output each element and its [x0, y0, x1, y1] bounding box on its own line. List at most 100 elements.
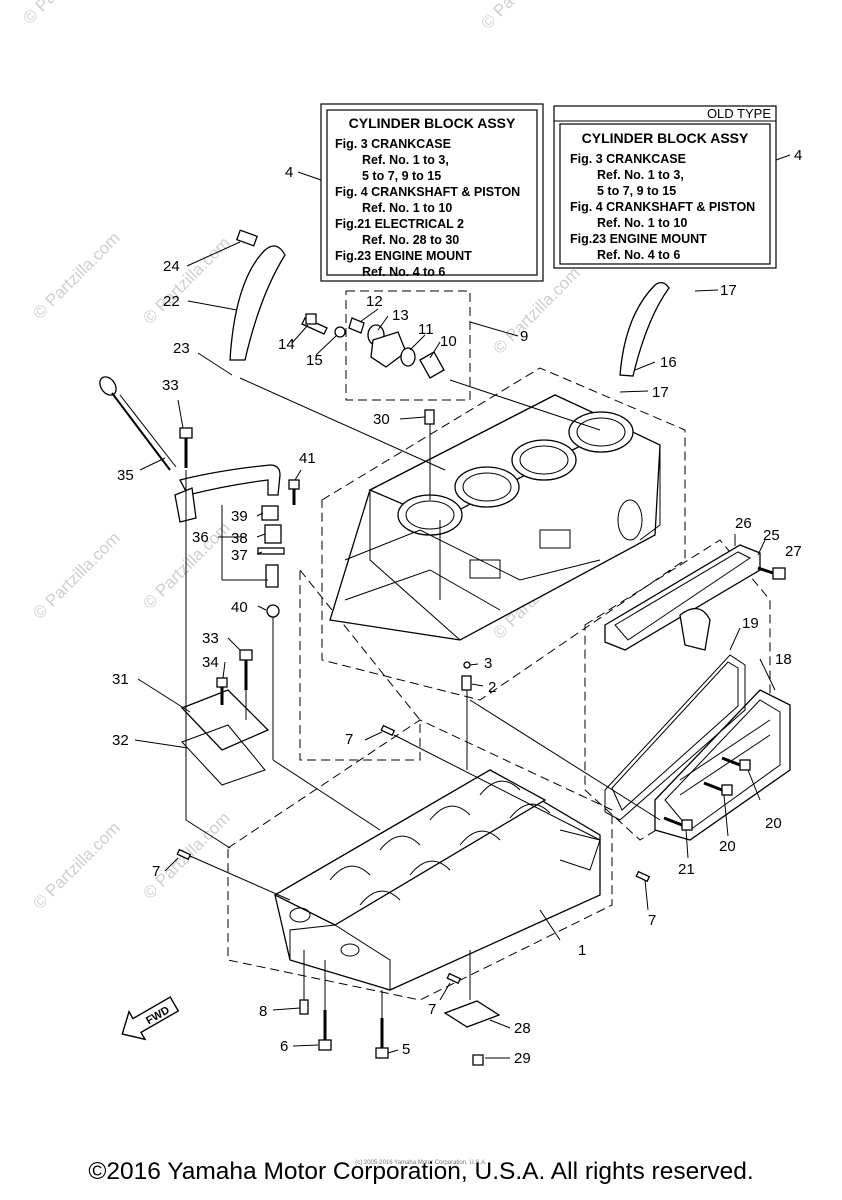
watermark: © Partzilla.com: [29, 528, 123, 622]
callout-35: 35: [117, 467, 134, 484]
callout-14: 14: [278, 336, 295, 353]
o-ring-40: [266, 604, 280, 618]
info-box-cylinder-block: CYLINDER BLOCK ASSY Fig. 3 CRANKCASE Ref…: [320, 103, 544, 282]
bolt-33b: [239, 649, 253, 690]
old-type-tag: OLD TYPE: [707, 106, 771, 121]
filter-gasket-32: [181, 724, 266, 786]
cylinder-block: [329, 394, 661, 641]
callout-33: 33: [162, 377, 179, 394]
info-box-title: CYLINDER BLOCK ASSY: [349, 115, 516, 131]
fitting-37: [257, 547, 285, 555]
callout-31: 31: [112, 671, 129, 688]
callout-numbers: 1 2 3 4 4 5 6 7 7 7 7 8 9 10 11 12 13 14…: [112, 147, 802, 1067]
filter-plate-31: [180, 689, 270, 751]
info-box-line: Ref. No. 1 to 3,: [597, 168, 684, 182]
callout-23: 23: [173, 340, 190, 357]
copyright-footer: ©2016 Yamaha Motor Corporation, U.S.A. A…: [88, 1158, 754, 1185]
watermark: © Partzilla.com: [29, 818, 123, 912]
info-box-line: Fig.21 ELECTRICAL 2: [335, 217, 464, 231]
callout-13: 13: [392, 307, 409, 324]
callout-17: 17: [652, 384, 669, 401]
callout-32: 32: [112, 732, 129, 749]
outline-filter-group: [299, 568, 421, 761]
callout-17: 17: [720, 282, 737, 299]
bracket-28: [443, 1000, 501, 1028]
callout-7: 7: [648, 912, 656, 929]
lower-crankcase: [273, 769, 601, 991]
callout-5: 5: [402, 1041, 410, 1058]
callout-20: 20: [719, 838, 736, 855]
outline-lower-crankcase: [227, 719, 613, 1001]
fwd-arrow: FWD: [121, 996, 180, 1041]
outline-cylinder-block: [321, 367, 686, 701]
info-box-line: Fig. 3 CRANKCASE: [570, 152, 686, 166]
fitting-39: [261, 505, 279, 521]
leader-lines: [134, 154, 791, 1059]
watermark: © Partzilla.com: [19, 0, 113, 28]
info-box-line: Ref. No. 28 to 30: [362, 233, 459, 247]
callout-16: 16: [660, 354, 677, 371]
callout-2: 2: [488, 679, 496, 696]
outline-thermostat-group: [345, 290, 471, 401]
info-box-line: Fig. 4 CRANKSHAFT & PISTON: [335, 185, 520, 199]
callout-4: 4: [285, 164, 293, 181]
hose-16: [619, 281, 670, 377]
hose-22: [229, 245, 286, 361]
manifold-cover: [604, 544, 761, 651]
bolt-27: [757, 566, 786, 580]
dowel-30: [424, 409, 435, 425]
hose-clamp-24: [235, 229, 259, 247]
bolt-33: [179, 427, 193, 468]
callout-1: 1: [578, 942, 586, 959]
pipe-36: [265, 564, 279, 588]
callout-30: 30: [373, 411, 390, 428]
callout-28: 28: [514, 1020, 531, 1037]
watermark-top: © Pa: [477, 0, 518, 33]
callout-7: 7: [428, 1001, 436, 1018]
bolt-14: [305, 313, 317, 325]
info-box-line: 5 to 7, 9 to 15: [597, 184, 676, 198]
bolt-29: [472, 1054, 484, 1066]
callout-10: 10: [440, 333, 457, 350]
exhaust-cover: [654, 689, 791, 841]
bolt-5: [375, 1018, 389, 1059]
info-box-line: Ref. No. 4 to 6: [362, 265, 445, 279]
info-box-line: Fig. 3 CRANKCASE: [335, 137, 451, 151]
small-copyright: (c) 2005-2016 Yamaha Motor Corporation, …: [355, 1160, 487, 1166]
callout-18: 18: [775, 651, 792, 668]
dowel-pin-7: [635, 870, 651, 883]
callout-27: 27: [785, 543, 802, 560]
bolt-34: [216, 677, 228, 705]
watermark: © Partzilla.com: [29, 228, 123, 322]
fitting-38: [264, 524, 282, 544]
callout-9: 9: [520, 328, 528, 345]
callout-3: 3: [484, 655, 492, 672]
dowel-2: [461, 675, 472, 691]
callout-39: 39: [231, 508, 248, 525]
bolt-21: [663, 816, 693, 831]
callout-20: 20: [765, 815, 782, 832]
callout-34: 34: [202, 654, 219, 671]
exhaust-gasket: [604, 654, 746, 821]
watermark: © Partzilla.com: [139, 518, 233, 612]
info-box-line: Fig.23 ENGINE MOUNT: [570, 232, 707, 246]
info-box-line: 5 to 7, 9 to 15: [362, 169, 441, 183]
info-box-line: Ref. No. 1 to 3,: [362, 153, 449, 167]
callout-26: 26: [735, 515, 752, 532]
info-box-line: Ref. No. 1 to 10: [362, 201, 452, 215]
info-box-title: CYLINDER BLOCK ASSY: [582, 130, 749, 146]
callout-24: 24: [163, 258, 180, 275]
info-box-old-type: OLD TYPE CYLINDER BLOCK ASSY Fig. 3 CRAN…: [553, 105, 777, 269]
dowel-pin-7: [380, 724, 396, 737]
callout-7: 7: [345, 731, 353, 748]
watermark: © Partzilla.com: [139, 233, 233, 327]
callout-6: 6: [280, 1038, 288, 1055]
callout-25: 25: [763, 527, 780, 544]
callout-8: 8: [259, 1003, 267, 1020]
bolt-20b: [703, 781, 733, 796]
o-ring-3: [463, 661, 471, 669]
callout-12: 12: [366, 293, 383, 310]
callout-22: 22: [163, 293, 180, 310]
hose-36: [179, 464, 281, 496]
